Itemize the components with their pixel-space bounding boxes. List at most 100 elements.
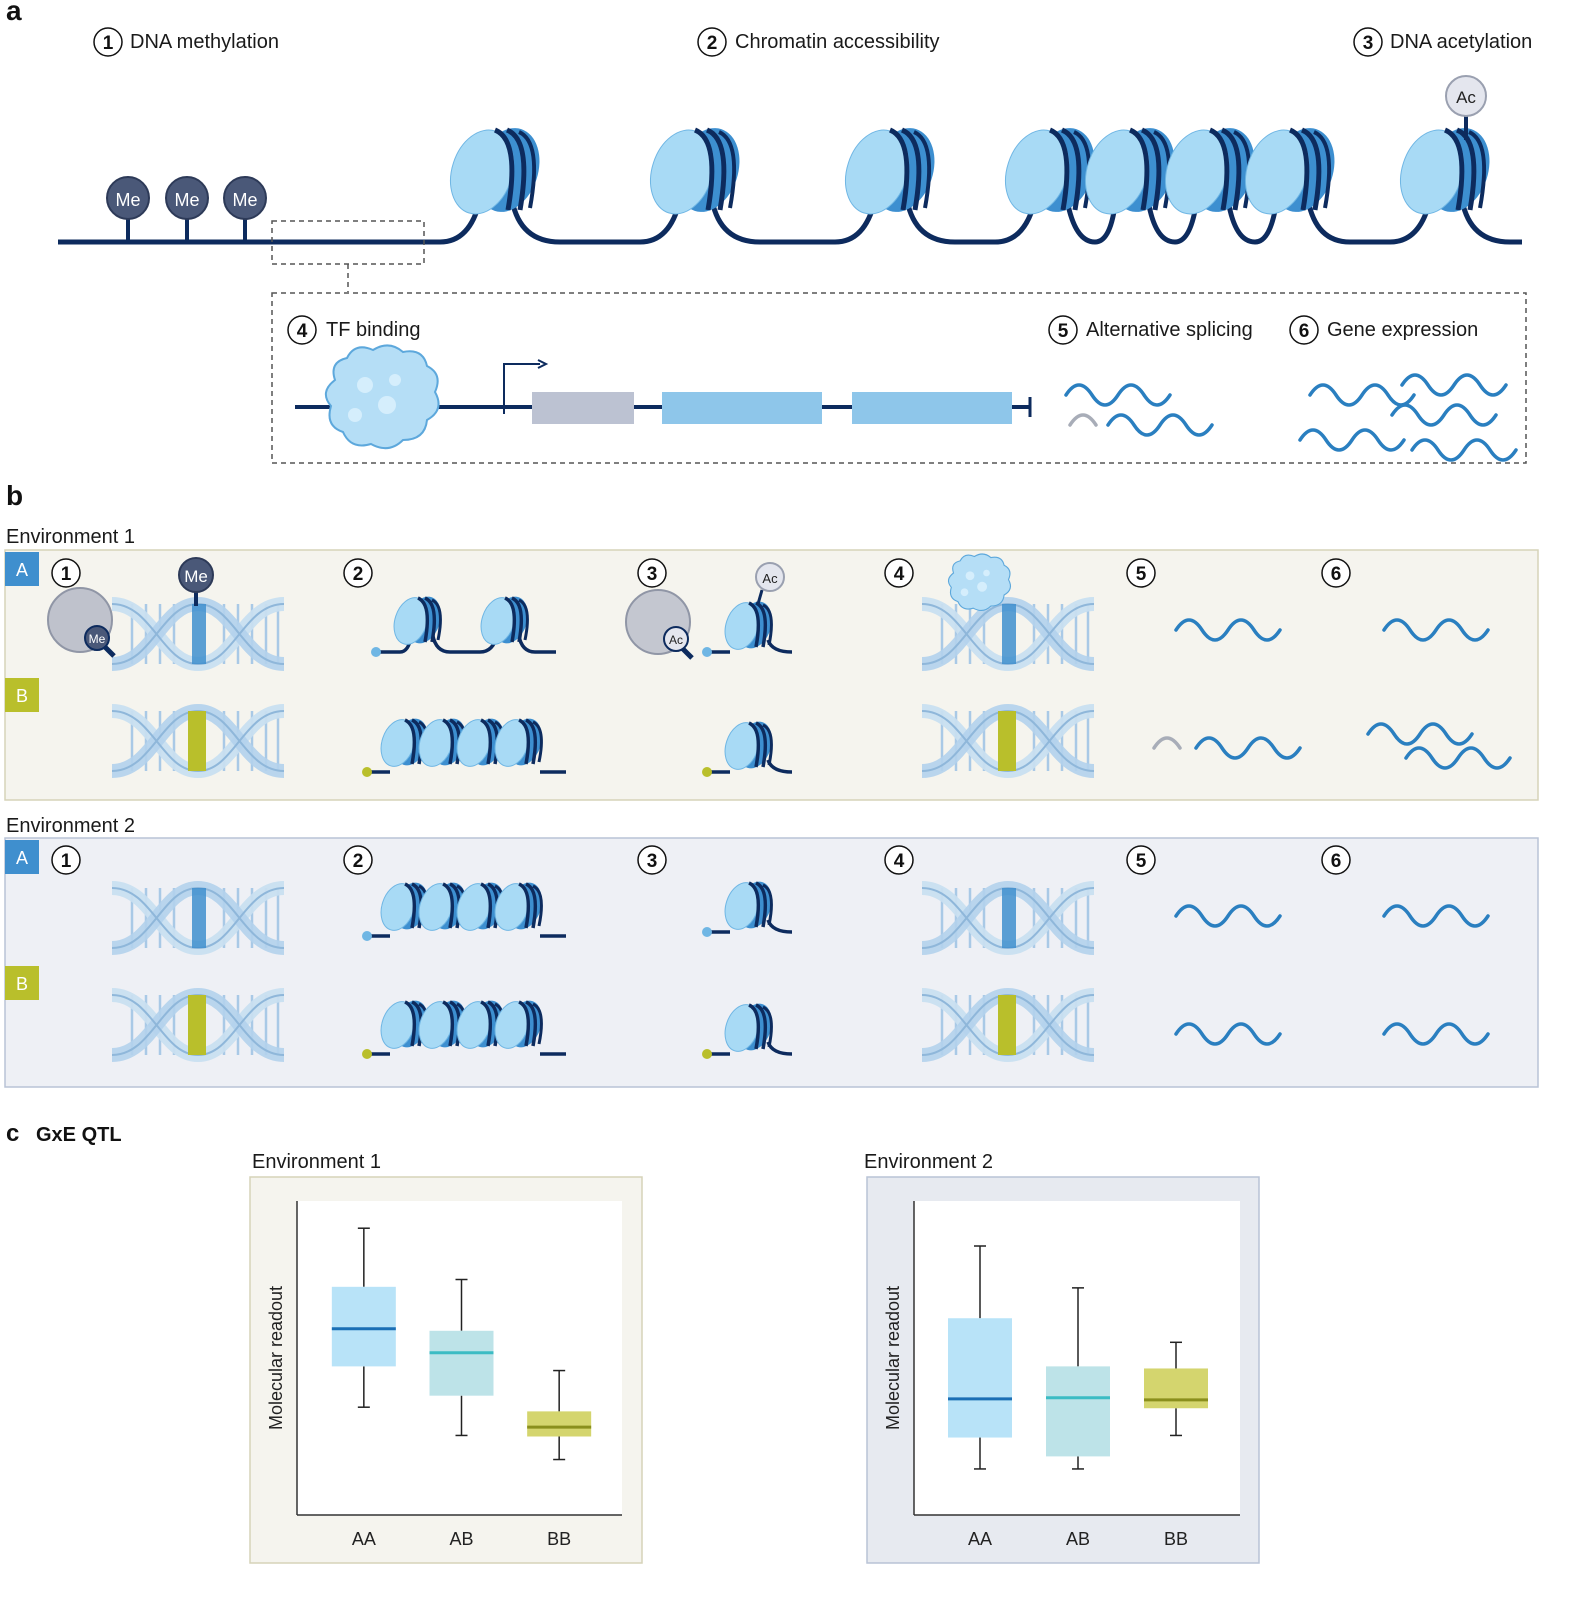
x-tick-label: AB: [449, 1529, 473, 1549]
chart1-ylabel: Molecular readout: [266, 1286, 286, 1430]
splice-env1-b: [1152, 736, 1302, 760]
svg-text:2: 2: [707, 33, 718, 54]
tf-helix-env1-b: [922, 709, 1094, 773]
svg-text:1: 1: [61, 851, 72, 872]
methyl-mark-b: Me: [178, 557, 214, 606]
box-bb: BB: [1144, 1341, 1208, 1549]
acetyl-mark: Ac: [1445, 75, 1487, 140]
tf-helix-env2-a: [922, 886, 1094, 950]
x-tick-label: AA: [352, 1529, 376, 1549]
step-4-text: TF binding: [326, 319, 421, 341]
panel-a-letter: a: [6, 0, 22, 26]
acetyl-reader-icon: Ac: [625, 589, 694, 660]
svg-text:Ac: Ac: [1456, 88, 1476, 107]
svg-text:Ac: Ac: [669, 633, 683, 647]
box-iqr: [429, 1330, 494, 1396]
svg-text:Me: Me: [89, 632, 106, 646]
env2-title: Environment 2: [6, 815, 135, 837]
svg-text:Me: Me: [184, 567, 208, 586]
box-ab: AB: [1046, 1287, 1110, 1549]
svg-text:B: B: [16, 974, 28, 994]
env1-title: Environment 1: [6, 526, 135, 548]
acetyl-nucleosome-env2-a: [702, 875, 793, 937]
svg-text:1: 1: [103, 33, 114, 54]
allele-b-chip: [5, 966, 39, 1000]
chromatin-env1-b: [362, 712, 566, 777]
box-aa: AA: [948, 1245, 1012, 1549]
nucleosome: [640, 120, 750, 222]
me-mark: Me: [115, 190, 140, 210]
x-tick-label: BB: [547, 1529, 571, 1549]
nucleosome: [835, 120, 945, 222]
step-2-label: 2 Chromatin accessibility: [697, 27, 940, 57]
chromatin-env2-b: [362, 994, 566, 1059]
expression-transcripts: [1298, 373, 1518, 462]
helix-env2-a: [112, 886, 284, 950]
chromatin-env2-a: [362, 876, 566, 941]
step-6-text: Gene expression: [1327, 319, 1478, 341]
box-bb: BB: [527, 1369, 592, 1549]
x-tick-label: BB: [1164, 1529, 1188, 1549]
allele-a-chip: [5, 552, 39, 586]
nucleosome: [440, 120, 550, 222]
box-iqr: [948, 1318, 1012, 1438]
svg-text:5: 5: [1136, 851, 1147, 872]
svg-text:B: B: [16, 686, 28, 706]
tf-helix-env2-b: [922, 993, 1094, 1057]
step-1-label: 1 DNA methylation: [93, 27, 279, 57]
helix-env2-b: [112, 993, 284, 1057]
splice-transcripts: [1064, 383, 1214, 437]
box-aa: AA: [331, 1227, 396, 1549]
acetyl-nucleosome-env1-a: Ac: [702, 562, 793, 657]
svg-text:2: 2: [353, 564, 364, 585]
svg-text:3: 3: [1363, 33, 1374, 54]
x-tick-label: AB: [1066, 1529, 1090, 1549]
tf-helix-env1-a: [922, 553, 1094, 666]
box-ab: AB: [429, 1278, 494, 1549]
gene-model: [295, 359, 1032, 424]
allele-a-chip: [5, 840, 39, 874]
panel-c-letter: c: [6, 1120, 19, 1147]
zoom-box: [271, 292, 1527, 464]
svg-text:4: 4: [894, 564, 905, 585]
tf-protein: [324, 344, 440, 450]
helix-env1-a: [112, 602, 284, 666]
step-6-label: 6 Gene expression: [1289, 315, 1478, 345]
svg-text:Ac: Ac: [762, 571, 778, 586]
svg-text:3: 3: [647, 851, 658, 872]
box-iqr: [1144, 1368, 1208, 1409]
panel-c-title: GxE QTL: [36, 1124, 122, 1146]
chart2-title: Environment 2: [864, 1151, 993, 1173]
acetyl-nucleosome-env1-b: [702, 715, 793, 777]
svg-text:A: A: [16, 848, 28, 868]
b-step-numbers-env1: 1 2 3 4 5 6: [51, 558, 1351, 588]
b-step-numbers-env2: 1 2 3 4 5 6: [51, 845, 1351, 875]
step-5-label: 5 Alternative splicing: [1048, 315, 1253, 345]
svg-text:5: 5: [1136, 564, 1147, 585]
acetyl-nucleosome-env2-b: [702, 997, 793, 1059]
allele-b-chip: [5, 678, 39, 712]
svg-text:4: 4: [894, 851, 905, 872]
svg-text:A: A: [16, 560, 28, 580]
nucleosome: [1390, 120, 1500, 222]
svg-text:6: 6: [1299, 321, 1310, 342]
chromatin-fiber: [58, 199, 1522, 245]
step-4-label: 4 TF binding: [287, 315, 421, 345]
step-3-label: 3 DNA acetylation: [1353, 27, 1532, 57]
me-mark: Me: [232, 190, 257, 210]
methyl-reader-icon: Me: [47, 587, 116, 658]
svg-text:1: 1: [61, 564, 72, 585]
chromatin-env1-a: [371, 590, 556, 657]
box-iqr: [1046, 1366, 1110, 1457]
methyl-marks: Me Me Me: [106, 176, 267, 242]
step-1-text: DNA methylation: [130, 31, 279, 53]
step-3-text: DNA acetylation: [1390, 31, 1532, 53]
svg-text:6: 6: [1331, 851, 1342, 872]
box-iqr: [527, 1411, 592, 1437]
helix-env1-b: [112, 709, 284, 773]
me-mark: Me: [174, 190, 199, 210]
box-iqr: [331, 1286, 396, 1367]
svg-text:4: 4: [297, 321, 308, 342]
svg-text:6: 6: [1331, 564, 1342, 585]
